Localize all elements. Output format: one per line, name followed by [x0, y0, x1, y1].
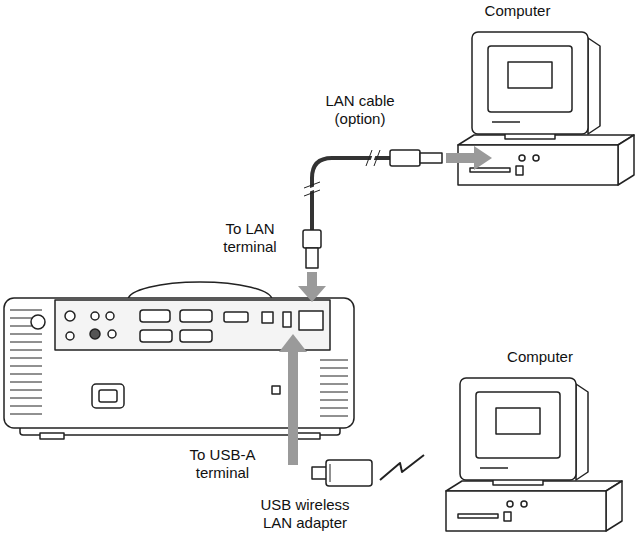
computer-node: Computer: [455, 2, 580, 188]
projector-illustration: [4, 282, 354, 439]
callout-label: USB wireless LAN adapter: [250, 496, 360, 532]
computer-illustration: [458, 32, 634, 185]
computer-illustration: [446, 378, 622, 531]
callout-label: To USB-A terminal: [180, 446, 265, 482]
wireless-symbol: [380, 455, 424, 480]
usb-adapter: [312, 460, 372, 486]
callout-label: LAN cable (option): [318, 92, 402, 128]
node-label: Computer: [455, 2, 580, 20]
node-label: Computer: [475, 348, 605, 366]
lan-cable: [303, 150, 442, 268]
computer-node: Computer: [475, 348, 605, 534]
callout-label: To LAN terminal: [210, 220, 290, 256]
direction-arrow: [279, 146, 492, 465]
